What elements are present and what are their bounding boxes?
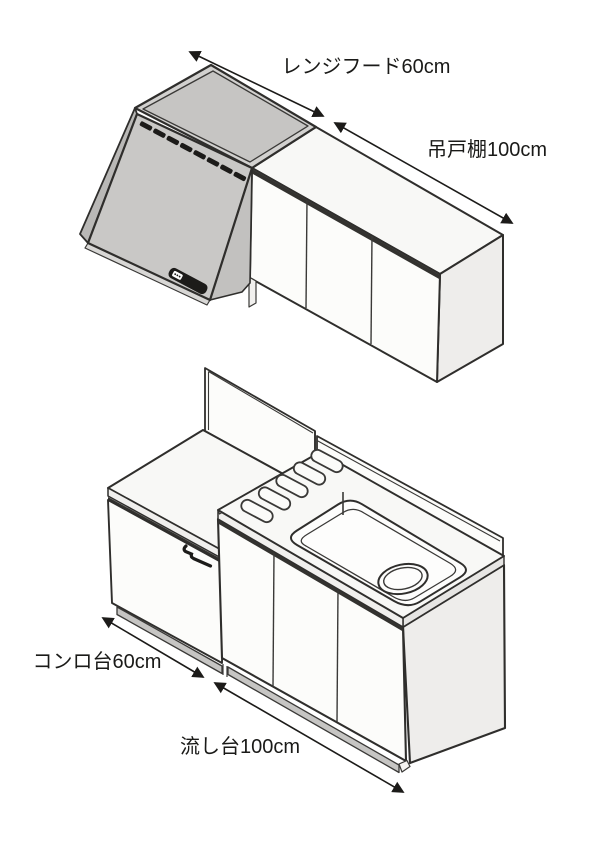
back-panel-right-top-line (316, 440, 501, 542)
sink-door-divider (336, 588, 339, 723)
arrow-stove-cabinet (101, 617, 205, 678)
hood-control-panel (168, 267, 208, 295)
back-panel-left-top-line (208, 371, 314, 434)
wall-cabinet-door-divider (305, 199, 308, 309)
stove-door-handle (182, 544, 213, 568)
label-stove-cabinet: コンロ台60cm (33, 650, 162, 673)
arrow-sink-cabinet (213, 682, 405, 793)
wall-cabinet-corner-sliver (248, 276, 257, 308)
drainer-slots (240, 448, 344, 524)
arrow-range-hood (188, 51, 325, 117)
sink-basin-inner (300, 508, 457, 602)
label-wall-cabinet: 吊戸棚100cm (427, 138, 547, 161)
sink-band-shadow (218, 520, 403, 632)
label-sink-cabinet: 流し台100cm (180, 735, 300, 758)
sink-door-divider (272, 551, 275, 688)
dimension-arrows (101, 51, 514, 793)
label-range-hood: レンジフード60cm (282, 56, 451, 78)
sink-drain (377, 562, 429, 596)
wall-cabinet-door-divider (370, 235, 373, 345)
vent-slots (139, 121, 247, 182)
wall-cabinet-door-top-shadow (252, 169, 440, 280)
arrow-wall-cabinet (333, 122, 514, 224)
